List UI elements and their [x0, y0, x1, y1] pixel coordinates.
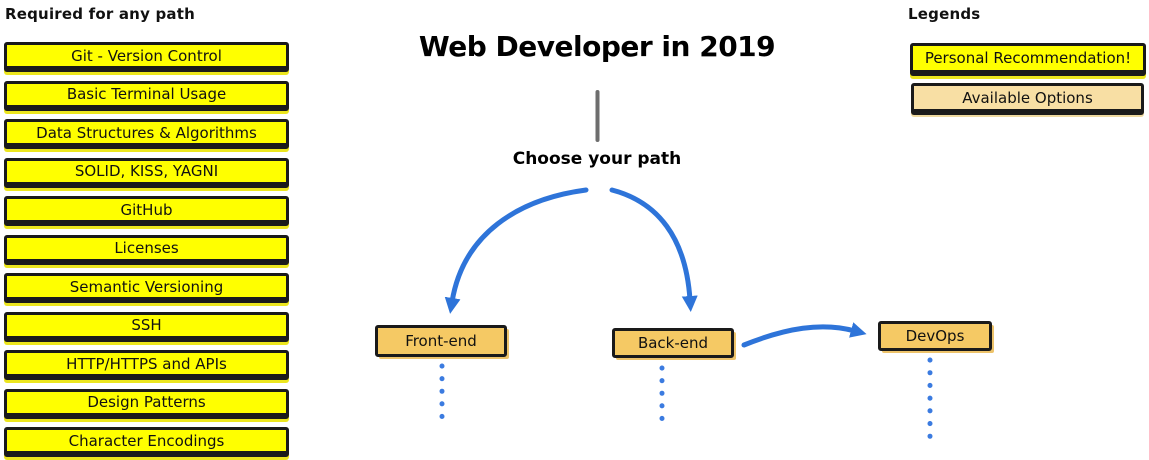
required-item-http: HTTP/HTTPS and APIs: [4, 350, 289, 377]
path-box-devops: DevOps: [878, 321, 992, 351]
required-item-github: GitHub: [4, 196, 289, 223]
choose-path-label: Choose your path: [512, 149, 682, 169]
legend-heading: Legends: [908, 5, 981, 23]
required-item-git: Git - Version Control: [4, 42, 289, 69]
path-box-backend: Back-end: [612, 328, 734, 358]
legend-available-options: Available Options: [911, 83, 1144, 112]
page-title: Web Developer in 2019: [418, 30, 776, 63]
required-list: Git - Version Control Basic Terminal Usa…: [4, 42, 289, 454]
required-item-terminal: Basic Terminal Usage: [4, 80, 289, 108]
arrow-to-frontend-icon: [444, 187, 589, 314]
arrow-to-backend-icon: [609, 187, 698, 312]
required-item-design-patterns: Design Patterns: [4, 388, 289, 416]
required-item-encodings: Character Encodings: [4, 427, 289, 454]
required-section-heading: Required for any path: [5, 5, 195, 23]
path-box-frontend: Front-end: [375, 325, 507, 357]
arrow-backend-to-devops-icon: [741, 322, 867, 348]
required-item-licenses: Licenses: [4, 234, 289, 262]
required-item-ssh: SSH: [4, 311, 289, 339]
required-item-data-structures: Data Structures & Algorithms: [4, 119, 289, 146]
legend-personal-recommendation: Personal Recommendation!: [910, 43, 1146, 73]
required-item-solid: SOLID, KISS, YAGNI: [4, 157, 289, 185]
required-item-semver: Semantic Versioning: [4, 273, 289, 300]
